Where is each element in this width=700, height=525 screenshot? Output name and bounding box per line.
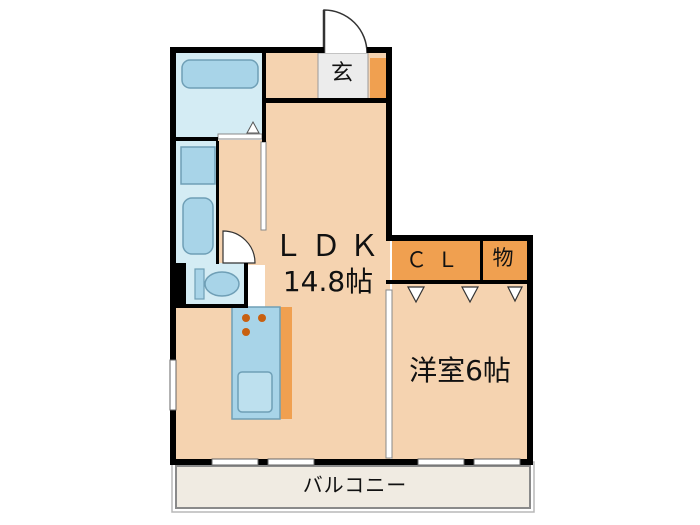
washbasin-icon <box>182 197 214 255</box>
toilet-door-swing <box>222 230 256 264</box>
balcony-label: バルコニー <box>302 473 408 497</box>
bathroom-door <box>217 133 263 140</box>
closet-floor <box>392 240 480 282</box>
closet-door-left <box>407 286 425 304</box>
stove-burner-icon <box>242 314 250 322</box>
western-room-label: 洋室6帖 <box>409 354 511 387</box>
storage-label: 物 <box>492 246 514 270</box>
kitchen-sink-icon <box>237 371 273 413</box>
storage-door <box>507 286 523 303</box>
kitchen-counter-back <box>280 307 292 419</box>
storage-floor <box>482 240 527 282</box>
closet-label: ＣＬ <box>406 248 468 272</box>
windows <box>169 359 521 466</box>
ldk-size-label: 14.8帖 <box>282 265 374 298</box>
bathtub-icon <box>181 59 259 89</box>
entrance-door-swing <box>323 9 368 54</box>
stove-burner-icon <box>258 314 266 322</box>
bath-drain-icon <box>246 120 260 134</box>
balcony-area <box>175 465 531 509</box>
walls <box>170 47 533 465</box>
entrance-label: 玄 <box>330 61 353 86</box>
hallway-sliding-door <box>260 141 267 231</box>
shoe-cabinet <box>370 58 386 100</box>
stove-burner-icon <box>242 328 250 336</box>
western-room-floor <box>392 283 527 463</box>
toilet-bowl-icon <box>204 271 240 297</box>
toilet-tank-icon <box>194 268 205 300</box>
western-room-sliding-door <box>385 289 393 459</box>
washing-machine-icon <box>180 146 216 185</box>
closet-door-right <box>461 286 479 304</box>
ldk-label: ＬＤＫ <box>273 229 387 264</box>
